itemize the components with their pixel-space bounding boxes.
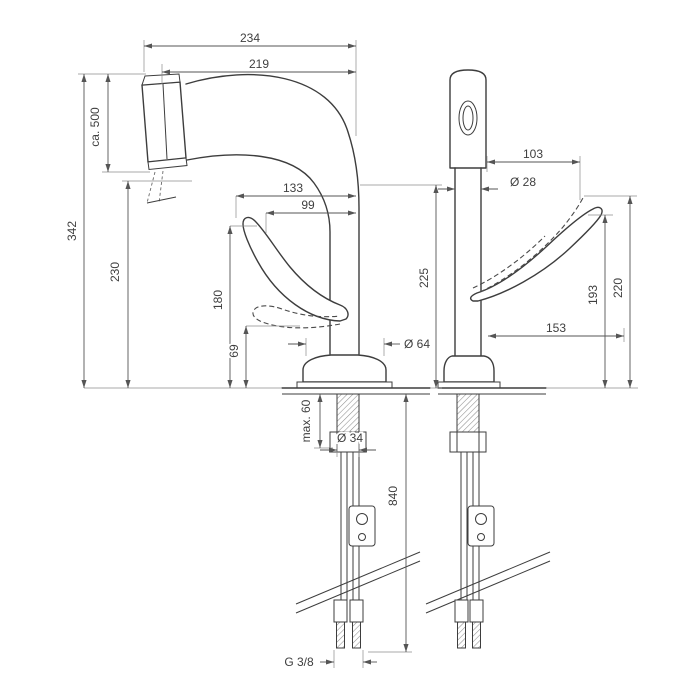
- handle-lever-alt-position: [252, 305, 341, 329]
- dim-thread: G 3/8: [283, 653, 377, 671]
- dim-outlet-height-label: 230: [108, 262, 122, 282]
- hose-connector-thread: [457, 621, 466, 649]
- spray-face-inner: [462, 105, 474, 131]
- dimensions: 234 219 ca. 500 342 230 133 99 180 69 22…: [63, 29, 633, 671]
- dim-body-height-label: 225: [417, 268, 431, 288]
- spray-jet: [158, 170, 164, 204]
- dim-spout-base-height: 69: [225, 326, 249, 388]
- dim-handle-height: 180: [209, 226, 233, 388]
- hose-coupling: [348, 505, 376, 547]
- break-line: [425, 551, 551, 605]
- hose-coupling-side: [467, 505, 495, 547]
- side-view: [425, 69, 603, 649]
- coupling-detail: [356, 513, 368, 525]
- handle-raised-position: [472, 235, 546, 289]
- hose-connector-thread: [472, 621, 481, 649]
- base-flange-side: [443, 355, 495, 383]
- dim-side-reach: 153: [488, 319, 624, 339]
- dim-top-width: 234: [144, 29, 356, 49]
- dim-pullout-label: ca. 500: [88, 107, 102, 147]
- dim-spout-reach: 219: [162, 55, 356, 75]
- coupling-detail: [475, 513, 487, 525]
- dim-handle-height-label: 180: [211, 290, 225, 310]
- handle-lever-side: [469, 206, 603, 302]
- dim-max-mounting: max. 60: [297, 394, 323, 448]
- dim-reach-2: 99: [266, 196, 356, 216]
- hose-connector: [349, 599, 364, 623]
- dim-hose-length-label: 840: [386, 486, 400, 506]
- dim-thread-label: G 3/8: [284, 655, 314, 669]
- spout-outer-profile: [185, 73, 360, 355]
- spray-head-side: [449, 69, 487, 169]
- dim-handle-raised-height: 220: [609, 196, 633, 388]
- handle-raised-position: [479, 195, 585, 293]
- dim-handle-rest-height-label: 193: [586, 285, 600, 305]
- hose-connector: [454, 599, 469, 623]
- dim-total-height-label: 342: [65, 221, 79, 241]
- dim-reach-2-label: 99: [301, 198, 315, 212]
- base-plate-side: [437, 381, 501, 389]
- front-view: [141, 73, 431, 649]
- dim-side-depth-label: 103: [523, 147, 543, 161]
- dim-side-reach-label: 153: [546, 321, 566, 335]
- coupling-detail: [477, 533, 485, 541]
- dim-base-diameter: Ø 64: [288, 335, 432, 353]
- break-line: [295, 560, 421, 614]
- spray-head-seam: [162, 83, 168, 160]
- dim-total-height: 342: [63, 74, 87, 388]
- dim-reach-1-label: 133: [283, 181, 303, 195]
- hose-connector-thread: [336, 621, 345, 649]
- hose-connector: [469, 599, 484, 623]
- handle-lever: [242, 216, 349, 322]
- dim-base-diameter-label: Ø 64: [404, 337, 430, 351]
- hose-connector: [333, 599, 348, 623]
- dim-side-depth: 103: [487, 145, 580, 165]
- spray-jet: [146, 171, 156, 204]
- spray-face-ring: [458, 100, 478, 136]
- break-line: [425, 560, 551, 614]
- dim-hole-diameter: Ø 34: [320, 429, 376, 453]
- dim-body-height: 225: [415, 185, 439, 388]
- dim-handle-raised-height-label: 220: [611, 278, 625, 298]
- dim-spout-reach-label: 219: [249, 57, 269, 71]
- dim-max-mounting-label: max. 60: [299, 399, 313, 442]
- threaded-shank: [336, 393, 360, 433]
- base-flange: [302, 354, 387, 383]
- spout-inner-profile: [186, 154, 331, 355]
- coupling-detail: [358, 533, 366, 541]
- spray-outlet: [147, 157, 188, 171]
- dim-top-width-label: 234: [240, 31, 260, 45]
- dim-outlet-height: 230: [106, 181, 131, 388]
- threaded-shank-side: [456, 393, 480, 433]
- hose-connector-thread: [352, 621, 361, 649]
- break-line: [295, 551, 421, 605]
- spray-angle-mark: [146, 196, 177, 204]
- spray-head-cap: [141, 73, 181, 86]
- base-plate: [296, 381, 393, 389]
- dim-body-diameter-label: Ø 28: [510, 175, 536, 189]
- mounting-nut-side: [449, 431, 487, 453]
- dim-pullout: ca. 500: [86, 74, 111, 172]
- dim-handle-rest-height: 193: [584, 215, 608, 388]
- dim-hole-diameter-label: Ø 34: [337, 431, 363, 445]
- dim-hose-length: 840: [384, 394, 409, 652]
- dim-reach-1: 133: [236, 179, 356, 199]
- dim-spout-base-height-label: 69: [227, 344, 241, 358]
- dim-body-diameter: Ø 28: [438, 173, 538, 192]
- mounting-nut: [329, 431, 367, 453]
- extension-lines: [78, 40, 638, 668]
